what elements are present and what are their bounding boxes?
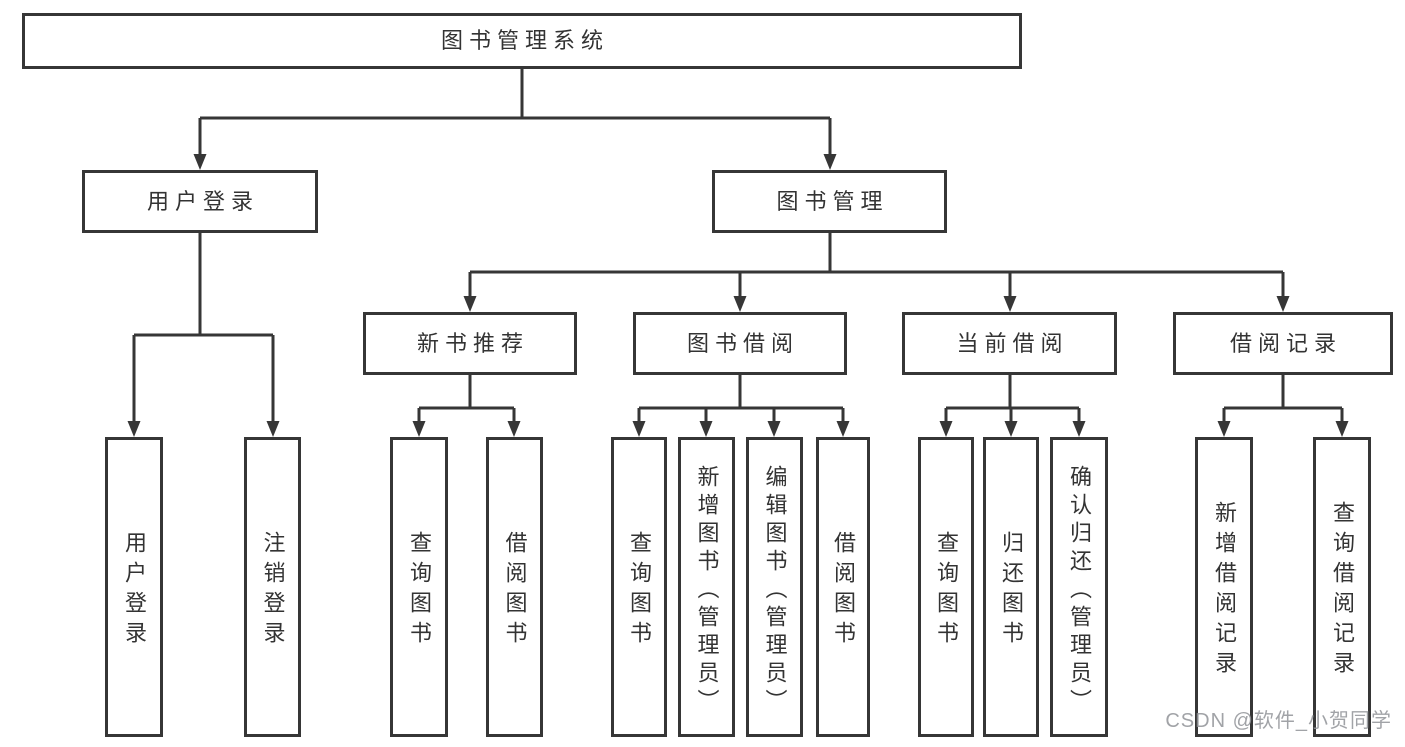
leaf-borrow-book-recommend-label: 借阅图书 (502, 531, 528, 651)
node-book-management: 图书管理 (712, 170, 947, 233)
node-new-book-recommend-label: 新书推荐 (416, 330, 529, 356)
leaf-query-book-recommend-label: 查询图书 (407, 531, 432, 651)
leaf-borrow-book: 借阅图书 (816, 437, 870, 737)
leaf-query-book-borrow: 查询图书 (611, 437, 667, 737)
leaf-add-book-admin-label: 新增图书（管理员） (694, 465, 720, 717)
leaf-user-login-label: 用户登录 (122, 531, 147, 651)
leaf-add-book-admin: 新增图书（管理员） (678, 437, 735, 737)
node-book-borrow-label: 图书借阅 (686, 330, 799, 356)
leaf-query-borrow-record: 查询借阅记录 (1313, 437, 1371, 737)
node-borrow-record: 借阅记录 (1173, 312, 1393, 375)
node-book-management-label: 图书管理 (776, 188, 889, 214)
arrowheads (127, 154, 1349, 437)
node-current-borrow: 当前借阅 (902, 312, 1117, 375)
node-book-borrow: 图书借阅 (633, 312, 847, 375)
node-current-borrow-label: 当前借阅 (956, 330, 1069, 356)
leaf-borrow-book-recommend: 借阅图书 (486, 437, 543, 737)
node-borrow-record-label: 借阅记录 (1229, 330, 1342, 356)
leaf-confirm-return-admin: 确认归还（管理员） (1050, 437, 1108, 737)
node-user-login-label: 用户登录 (146, 188, 259, 214)
leaf-logout-login-label: 注销登录 (260, 531, 286, 651)
leaf-edit-book-admin-label: 编辑图书（管理员） (762, 465, 788, 717)
leaf-logout-login: 注销登录 (244, 437, 301, 737)
leaf-add-borrow-record: 新增借阅记录 (1195, 437, 1253, 737)
leaf-query-book-current: 查询图书 (918, 437, 974, 737)
leaf-return-book: 归还图书 (983, 437, 1039, 737)
node-user-login: 用户登录 (82, 170, 318, 233)
leaf-query-book-current-label: 查询图书 (934, 531, 959, 651)
leaf-user-login: 用户登录 (105, 437, 163, 737)
csdn-watermark: CSDN @软件_小贺同学 (1165, 710, 1392, 732)
node-new-book-recommend: 新书推荐 (363, 312, 577, 375)
leaf-query-borrow-record-label: 查询借阅记录 (1330, 501, 1355, 681)
node-root: 图书管理系统 (22, 13, 1022, 69)
leaf-query-book-recommend: 查询图书 (390, 437, 448, 737)
leaf-add-borrow-record-label: 新增借阅记录 (1212, 501, 1237, 681)
leaf-query-book-borrow-label: 查询图书 (627, 531, 652, 651)
leaf-edit-book-admin: 编辑图书（管理员） (746, 437, 803, 737)
leaf-return-book-label: 归还图书 (999, 531, 1024, 651)
leaf-confirm-return-admin-label: 确认归还（管理员） (1067, 465, 1092, 717)
node-root-label: 图书管理系统 (440, 28, 609, 53)
leaf-borrow-book-label: 借阅图书 (831, 531, 856, 651)
